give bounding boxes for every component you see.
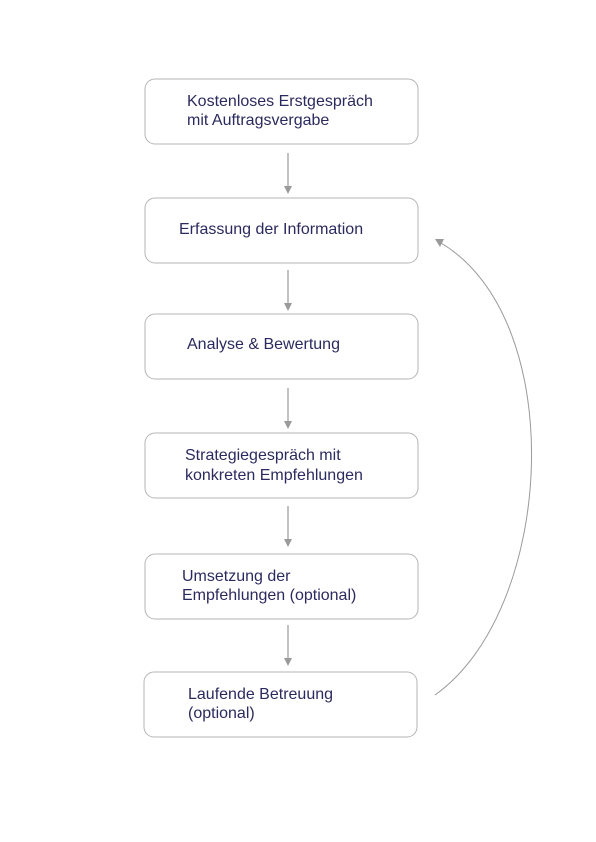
- flow-arrow: [284, 625, 292, 666]
- flow-arrow: [284, 153, 292, 194]
- step-label-line: Strategiegespräch mit: [185, 447, 341, 464]
- flow-arrow: [284, 506, 292, 547]
- step-box-strategiegespraech: Strategiegespräch mit konkreten Empfehlu…: [144, 432, 419, 499]
- step-label-line: Analyse & Bewertung: [187, 336, 340, 353]
- step-box-erfassung: Erfassung der Information: [144, 197, 419, 264]
- step-label-line: Umsetzung der: [182, 568, 291, 585]
- step-label-line: Erfassung der Information: [179, 221, 363, 238]
- flow-arrow: [284, 270, 292, 311]
- step-box-betreuung: Laufende Betreuung (optional): [143, 671, 418, 738]
- step-box-erstgespraech: Kostenloses Erstgespräch mit Auftragsver…: [144, 78, 419, 145]
- step-label-line: mit Auftragsvergabe: [187, 112, 329, 129]
- loop-back-arrow: [434, 239, 533, 696]
- flow-arrow: [284, 388, 292, 429]
- step-label-line: Kostenloses Erstgespräch: [187, 93, 373, 110]
- step-label-line: Empfehlungen (optional): [182, 587, 356, 604]
- step-label-line: Laufende Betreuung: [188, 686, 333, 703]
- step-box-analyse: Analyse & Bewertung: [144, 313, 419, 380]
- step-label-line: konkreten Empfehlungen: [185, 467, 363, 484]
- step-label-line: (optional): [188, 705, 255, 722]
- step-box-umsetzung: Umsetzung der Empfehlungen (optional): [144, 553, 419, 620]
